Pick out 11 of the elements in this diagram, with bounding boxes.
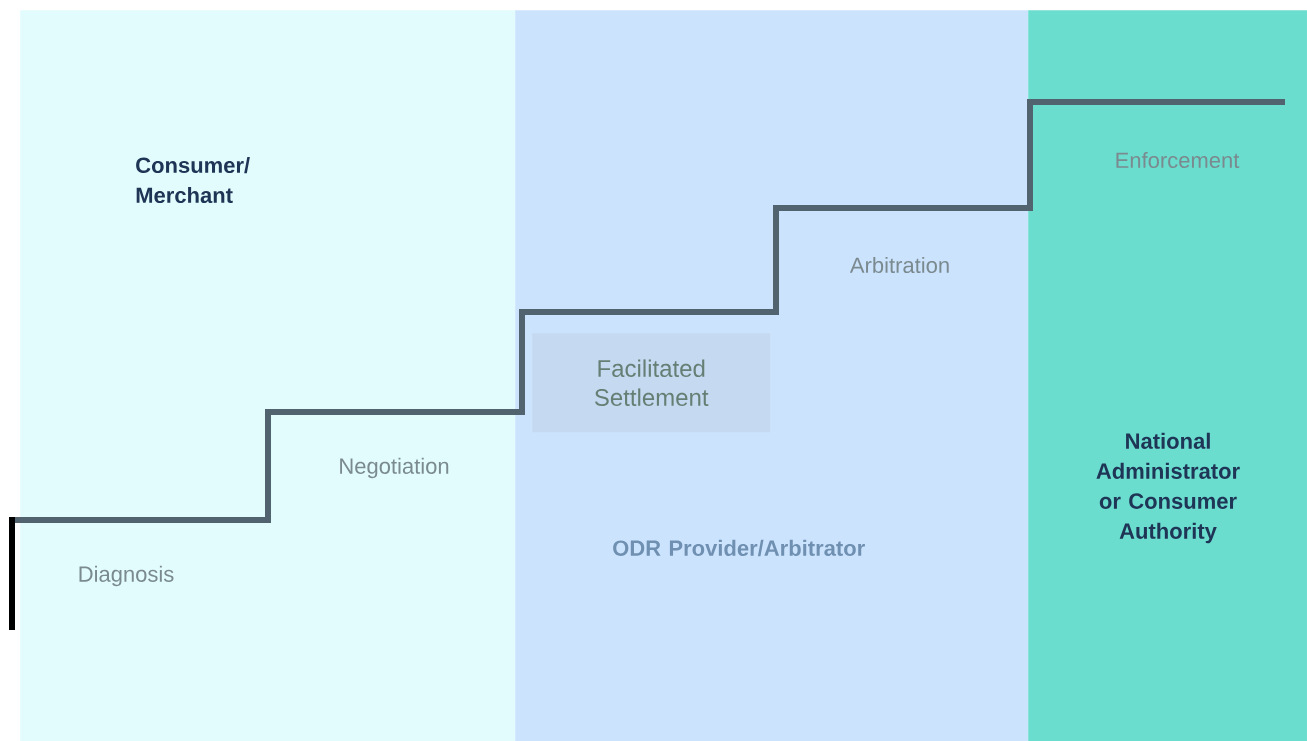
step-label: Negotiation bbox=[340, 457, 449, 479]
band bbox=[1028, 10, 1307, 741]
step-label: Arbitration bbox=[849, 256, 949, 274]
band-heading: ODR Provider/Arbitrator bbox=[613, 539, 865, 557]
band-heading: National Administrator or Consumer Authority bbox=[1096, 432, 1240, 544]
band bbox=[20, 10, 516, 741]
step-box: Facilitated Settlement bbox=[532, 333, 771, 433]
band-heading: Consumer/ Merchant bbox=[136, 156, 250, 204]
band bbox=[515, 10, 1029, 741]
step-label: Diagnosis bbox=[79, 565, 174, 587]
step-label: Enforcement bbox=[1116, 151, 1240, 169]
